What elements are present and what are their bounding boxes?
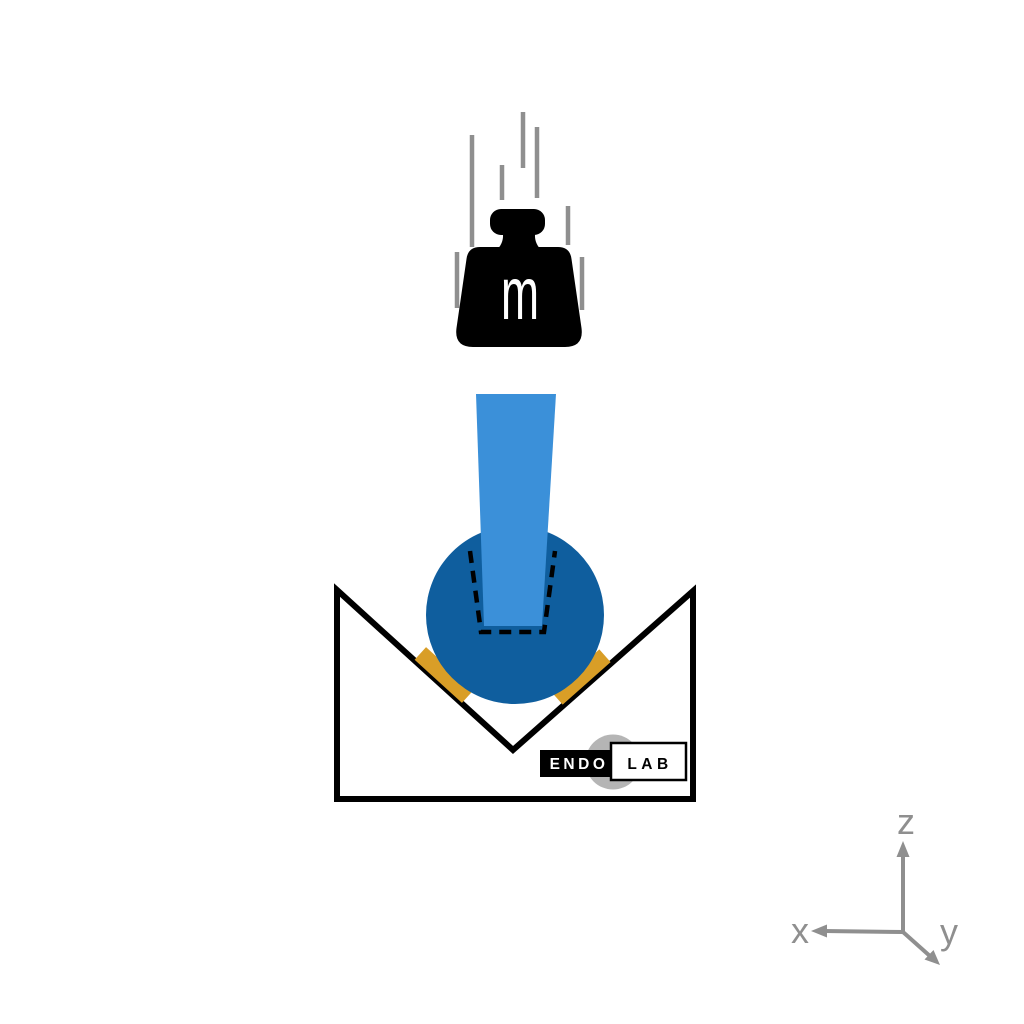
weight-icon: m bbox=[456, 209, 582, 347]
axis-z-label: z bbox=[897, 801, 915, 842]
axis-y-line bbox=[901, 930, 933, 959]
logo-endo-text: ENDO bbox=[550, 756, 609, 773]
motion-lines bbox=[454, 112, 585, 310]
axis-arrows bbox=[811, 841, 940, 965]
taper-bore-dashed-outline bbox=[467, 550, 558, 635]
axis-labels: z x y bbox=[791, 801, 958, 952]
coordinate-axes: z x y bbox=[791, 801, 958, 965]
contact-mark-right bbox=[551, 649, 611, 705]
axis-z-arrow-icon bbox=[896, 841, 910, 857]
axis-x-label: x bbox=[791, 910, 809, 951]
axis-x-line bbox=[823, 929, 904, 934]
taper-stem bbox=[476, 394, 556, 626]
weight-body bbox=[456, 247, 582, 347]
logo-lab-box bbox=[609, 741, 688, 782]
endolab-logo: ENDO LAB bbox=[540, 734, 688, 790]
axis-y-label: y bbox=[940, 911, 958, 952]
weight-mass-label: m bbox=[501, 253, 539, 336]
logo-endo-box bbox=[540, 750, 614, 777]
contact-marks bbox=[414, 647, 611, 705]
axis-x-arrow-icon bbox=[811, 924, 827, 938]
axis-y-arrow-icon bbox=[924, 950, 940, 965]
contact-mark-left bbox=[414, 647, 474, 703]
axis-lines bbox=[823, 854, 933, 959]
logo-lab-text: LAB bbox=[627, 756, 672, 773]
weight-neck bbox=[496, 227, 542, 251]
